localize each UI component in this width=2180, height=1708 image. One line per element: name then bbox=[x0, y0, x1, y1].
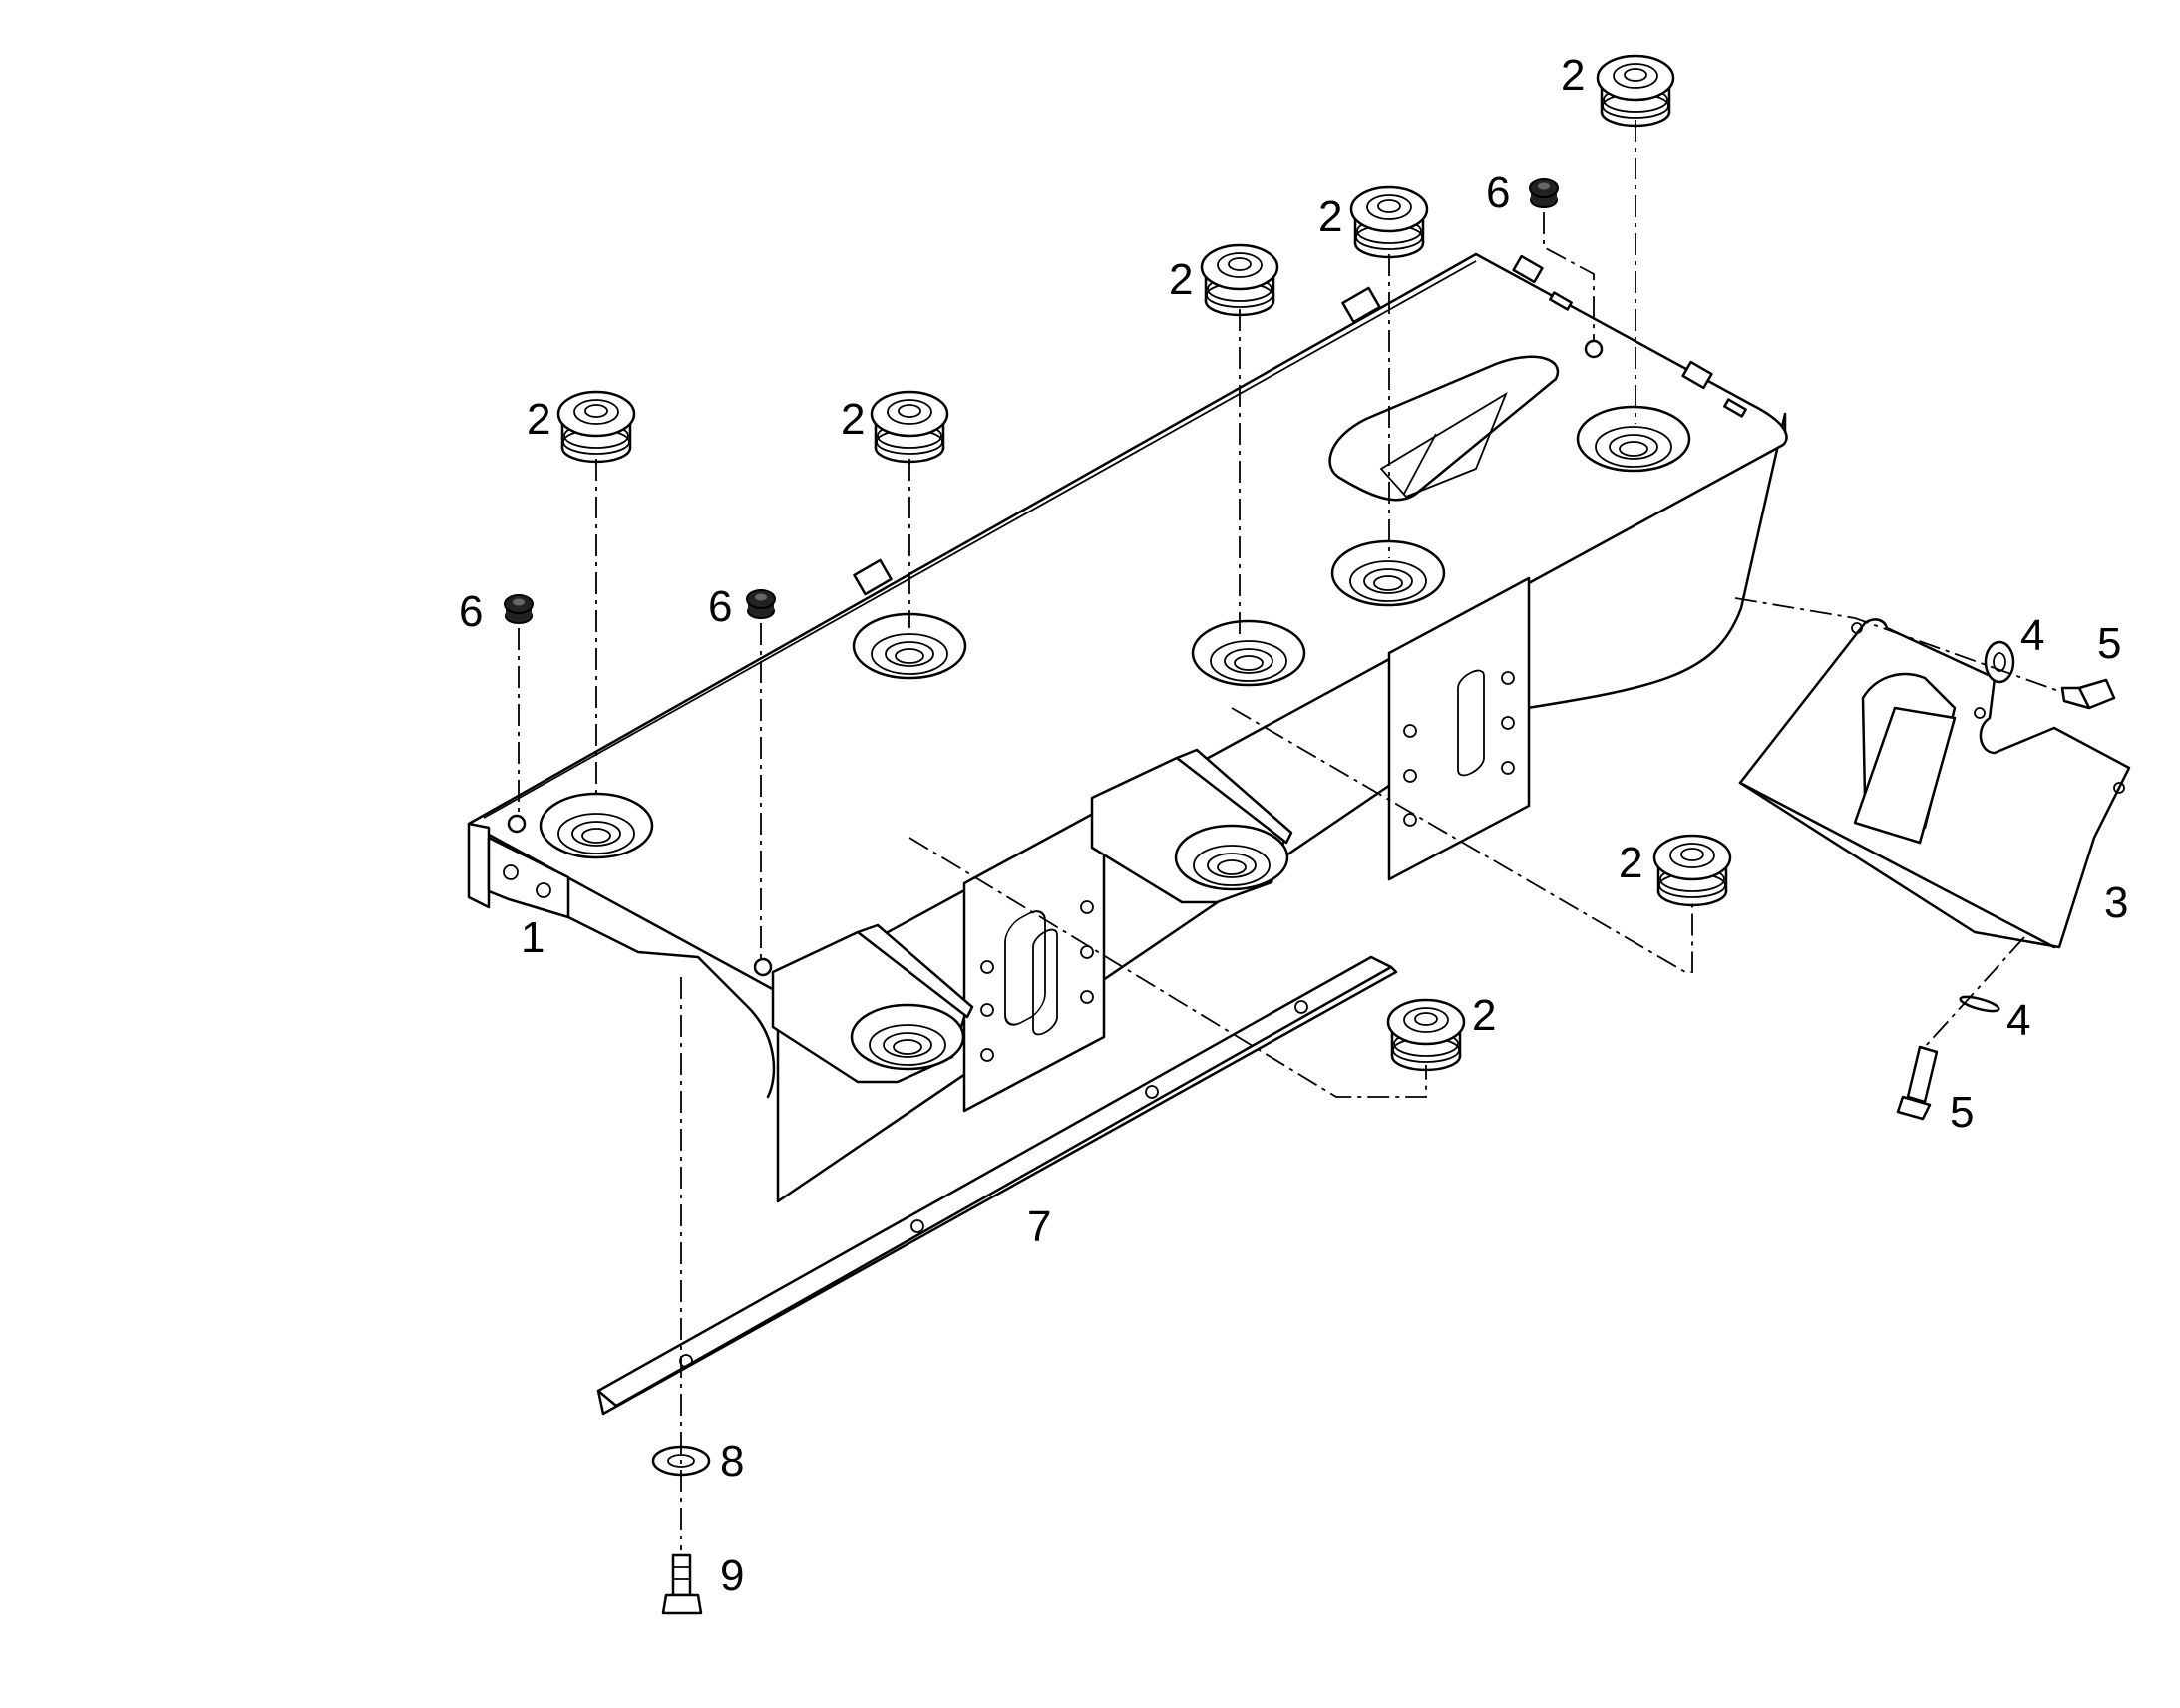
label-5: 5 bbox=[2097, 619, 2121, 668]
label-2: 2 bbox=[527, 395, 550, 444]
label-7: 7 bbox=[1027, 1202, 1051, 1251]
label-6: 6 bbox=[708, 582, 732, 631]
wear-strip bbox=[596, 955, 1398, 1416]
cover-plate bbox=[1738, 618, 2131, 949]
label-2: 2 bbox=[1619, 839, 1642, 887]
label-6: 6 bbox=[1486, 169, 1510, 217]
label-4: 4 bbox=[2006, 996, 2030, 1045]
label-3: 3 bbox=[2104, 878, 2128, 927]
label-2: 2 bbox=[1318, 192, 1342, 241]
label-6: 6 bbox=[459, 587, 483, 636]
callout-labels: 1 2 2 2 2 2 2 2 3 4 4 5 5 6 6 6 7 8 9 bbox=[459, 51, 2128, 1600]
label-4: 4 bbox=[2020, 611, 2044, 660]
leader-lines bbox=[518, 120, 2065, 1550]
label-2: 2 bbox=[841, 395, 865, 444]
label-9: 9 bbox=[720, 1551, 744, 1600]
main-frame bbox=[467, 252, 1788, 1203]
label-2: 2 bbox=[1472, 991, 1496, 1040]
label-5: 5 bbox=[1950, 1088, 1974, 1137]
label-2: 2 bbox=[1561, 51, 1585, 100]
label-1: 1 bbox=[521, 913, 545, 962]
label-2: 2 bbox=[1169, 255, 1193, 304]
label-8: 8 bbox=[720, 1437, 744, 1486]
